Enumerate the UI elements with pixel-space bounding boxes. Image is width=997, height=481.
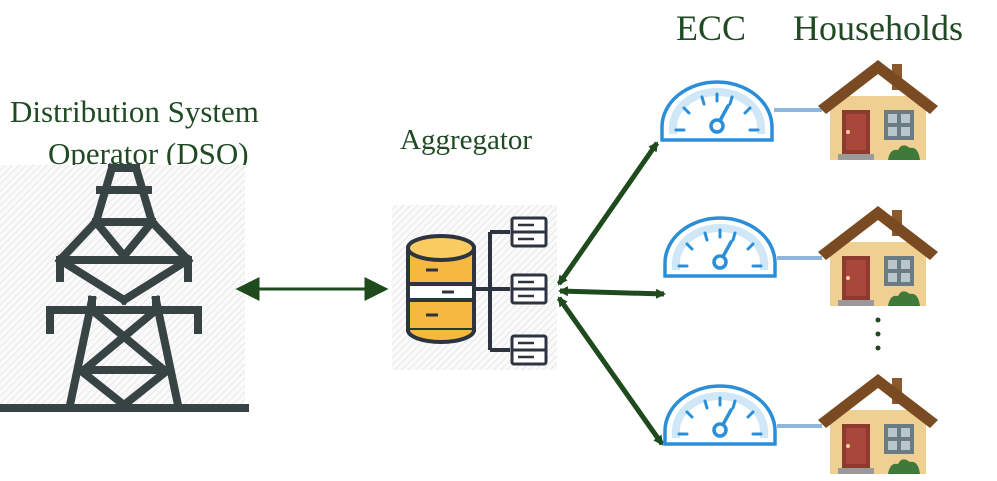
households-label: Households bbox=[793, 8, 963, 48]
house-icon bbox=[818, 206, 938, 306]
aggregator-label: Aggregator bbox=[400, 124, 533, 156]
aggregator-ecc-arrows bbox=[556, 141, 666, 446]
ecc-label: ECC bbox=[676, 8, 747, 48]
dso-label-line2: Operator (DSO) bbox=[48, 136, 249, 171]
meter-house-links bbox=[774, 108, 822, 428]
transmission-tower-icon bbox=[0, 163, 249, 412]
database-server-icon bbox=[392, 205, 557, 370]
ecc-meter-icon bbox=[662, 82, 772, 140]
vertical-ellipsis-icon bbox=[875, 317, 881, 351]
ecc-meter-icon bbox=[665, 386, 775, 444]
ecc-meter-icon bbox=[665, 218, 775, 276]
arrow-top bbox=[556, 141, 660, 286]
arrow-bottom bbox=[556, 296, 665, 446]
house-icon bbox=[818, 60, 938, 160]
house-icon bbox=[818, 374, 938, 474]
dso-label-line1: Distribution System bbox=[10, 94, 259, 129]
arrow-mid bbox=[558, 286, 666, 299]
